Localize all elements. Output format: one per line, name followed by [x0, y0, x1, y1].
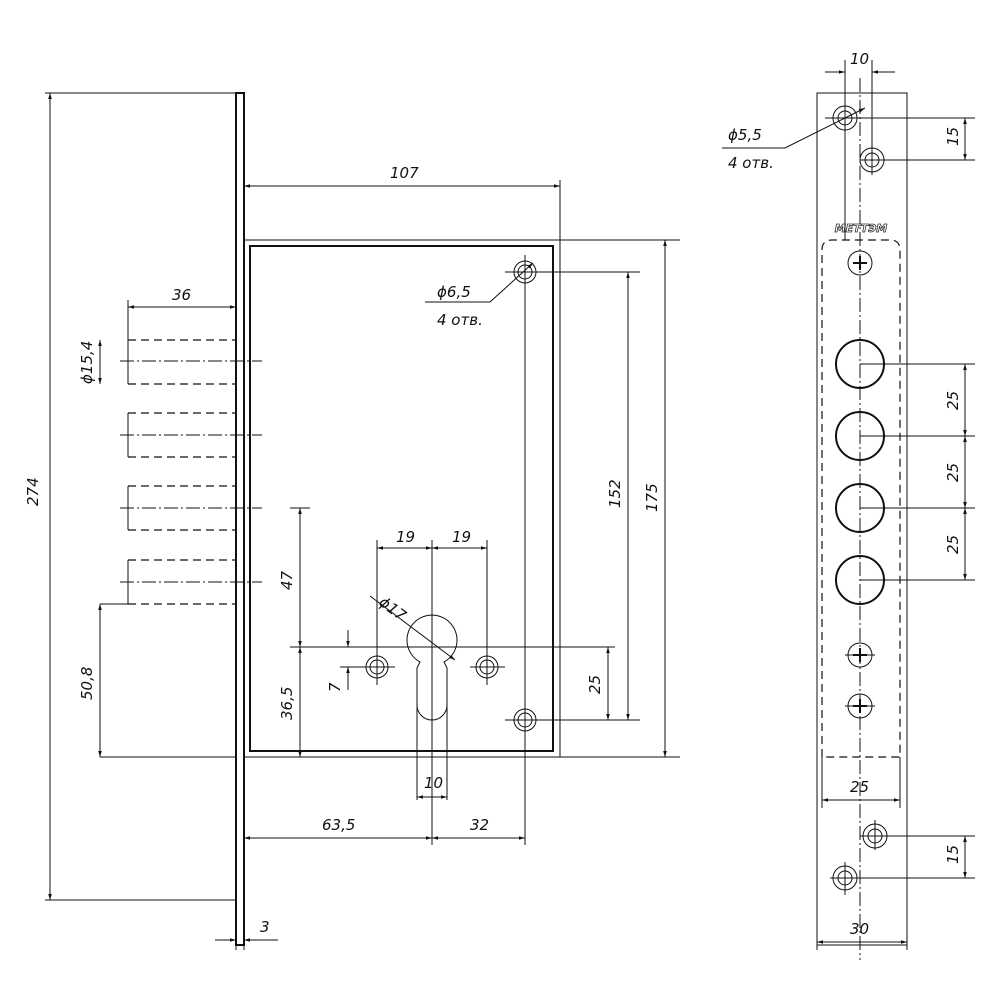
dim-36: 36	[172, 286, 191, 304]
plate-dim-25: 25	[850, 778, 869, 796]
plate-outline	[816, 92, 908, 946]
faceplate-view: МЕТТЭМ 10 ϕ5,5 4 отв. 15 25 25 25 25 15 …	[722, 50, 975, 960]
faceplate	[235, 92, 245, 946]
dim-25-main: 25	[586, 675, 604, 694]
bolt-pitch-1: 25	[944, 391, 962, 410]
plate-dim-10: 10	[850, 50, 869, 68]
dim-36-5: 36,5	[278, 687, 296, 720]
hole-dia-plate: ϕ5,5	[728, 126, 762, 144]
bolt-pitch-3: 25	[944, 535, 962, 554]
holes-count-plate: 4 отв.	[728, 154, 774, 172]
dim-274: 274	[24, 477, 42, 506]
hole-dia-main: ϕ6,5	[437, 283, 471, 301]
dim-7: 7	[326, 682, 344, 692]
dim-47: 47	[278, 570, 296, 590]
dim-63-5: 63,5	[322, 816, 355, 834]
holes-count-main: 4 отв.	[437, 311, 483, 329]
dim-10-slot: 10	[424, 774, 443, 792]
body-inner	[249, 245, 554, 752]
dim-bolt-dia: ϕ15,4	[78, 341, 96, 384]
dim-32: 32	[470, 816, 489, 834]
dim-50-8: 50,8	[78, 667, 96, 700]
dim-175: 175	[643, 483, 661, 512]
dim-19-left: 19	[396, 528, 415, 546]
dim-152: 152	[606, 479, 624, 508]
bolt-pitch-2: 25	[944, 463, 962, 482]
mounting-holes	[365, 260, 537, 732]
lock-body-view: 274 107 36 ϕ15,4 47 36,5 50,8 7 19 19 ϕ1…	[24, 92, 680, 950]
body-outline	[243, 239, 561, 758]
cylinder-keyhole	[406, 614, 458, 721]
dim-3: 3	[260, 918, 270, 936]
dim-19-right: 19	[452, 528, 471, 546]
dim-107: 107	[390, 164, 419, 182]
plate-dim-15-bottom: 15	[944, 845, 962, 864]
plate-recess	[821, 239, 901, 758]
brand-logo: МЕТТЭМ	[835, 222, 888, 235]
bolts	[120, 339, 262, 605]
plate-dim-15-top: 15	[944, 127, 962, 146]
plate-dim-30: 30	[850, 920, 869, 938]
dim-17: ϕ17	[376, 593, 410, 625]
